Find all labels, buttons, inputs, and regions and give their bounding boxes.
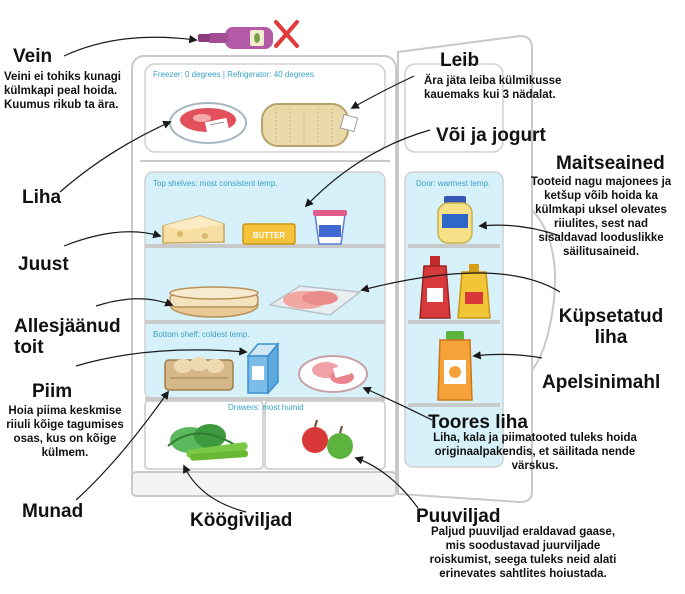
raw-meat-icon (298, 355, 368, 393)
red-x-icon (274, 20, 299, 48)
fridge-door (397, 34, 557, 504)
label-piim-title: Piim (32, 381, 73, 402)
label-liha: Liha (22, 187, 62, 208)
frozen-meat-icon (169, 102, 247, 144)
zone-label-freezer: Freezer: 0 degrees | Refrigerator: 40 de… (153, 70, 314, 79)
label-leib-title: Leib (440, 50, 480, 71)
cooked-meat-icon (267, 285, 362, 316)
mayonnaise-icon (437, 196, 473, 244)
zone-label-top-shelves: Top shelves: most consistent temp. (153, 179, 278, 188)
zone-label-bottom-shelf: Bottom shelf: coldest temp. (153, 330, 250, 339)
butter-text: BUTTER (253, 231, 286, 240)
label-maitseained-title: Maitseained (556, 153, 665, 174)
label-puuviljad-title: Puuviljad (416, 506, 501, 527)
zone-label-drawers: Drawers: most humid (228, 403, 304, 412)
butter-icon: BUTTER (242, 223, 296, 245)
label-kupsetatud: Küpsetatud liha (558, 306, 664, 348)
label-vein-desc: Veini ei tohiks kunagi külmkapi peal hoi… (4, 71, 121, 111)
label-koogiviljad: Köögiviljad (190, 510, 293, 531)
label-munad: Munad (22, 501, 84, 522)
bread-icon (261, 103, 359, 147)
eggs-icon (164, 357, 234, 391)
label-toores-liha-desc: Liha, kala ja piimatooted tuleks hoida o… (433, 432, 637, 472)
ketchup-icon (419, 256, 451, 319)
label-vein-title: Vein (13, 46, 53, 67)
leftovers-icon (169, 286, 259, 318)
milk-carton-icon (246, 341, 280, 395)
label-piim-desc: Hoia piima keskmise riiuli kõige tagumis… (6, 405, 124, 459)
label-allesjaanud: Allesjäänud toit (14, 316, 121, 358)
yogurt-icon (313, 210, 347, 245)
label-puuviljad-desc: Paljud puuviljad eraldavad gaase, mis so… (429, 526, 617, 580)
orange-juice-icon (437, 331, 473, 401)
label-apelsinimahl: Apelsinimahl (542, 372, 661, 393)
zone-label-door: Door: warmest temp. (416, 179, 490, 188)
wine-bottle-icon (198, 27, 273, 49)
leader-arrows (59, 34, 561, 513)
vegetables-icon (167, 424, 249, 461)
fruits-icon (302, 419, 353, 459)
label-maitseained-desc: Tooteid nagu majonees ja ketšup võib hoi… (530, 176, 672, 258)
mustard-icon (457, 264, 491, 319)
cheese-icon (162, 215, 225, 244)
label-voi-ja-jogurt: Või ja jogurt (436, 125, 546, 146)
label-juust: Juust (18, 254, 69, 275)
label-leib-desc: Ära jäta leiba külmikusse kauemaks kui 3… (424, 75, 562, 101)
label-toores-liha-title: Toores liha (428, 412, 528, 433)
